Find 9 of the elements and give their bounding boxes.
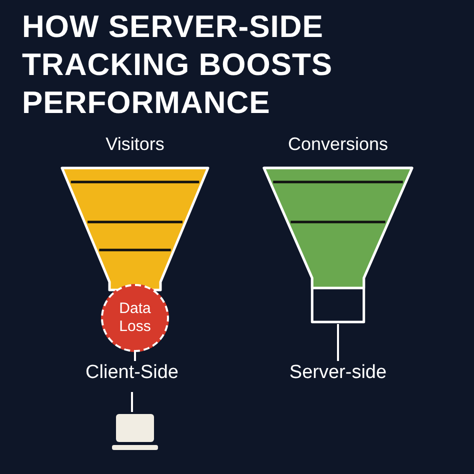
connector-line: [134, 352, 136, 361]
funnel-heading: Conversions: [286, 134, 390, 155]
title: HOW SERVER-SIDE TRACKING BOOSTS PERFORMANCE: [22, 8, 334, 122]
connector-line: [337, 324, 339, 361]
funnel-heading: Visitors: [104, 134, 166, 155]
circle-label: Data Loss: [118, 300, 152, 336]
connector-line: [131, 392, 133, 412]
side-label: Server-side: [288, 362, 388, 384]
side-label: Client-Side: [84, 362, 180, 384]
